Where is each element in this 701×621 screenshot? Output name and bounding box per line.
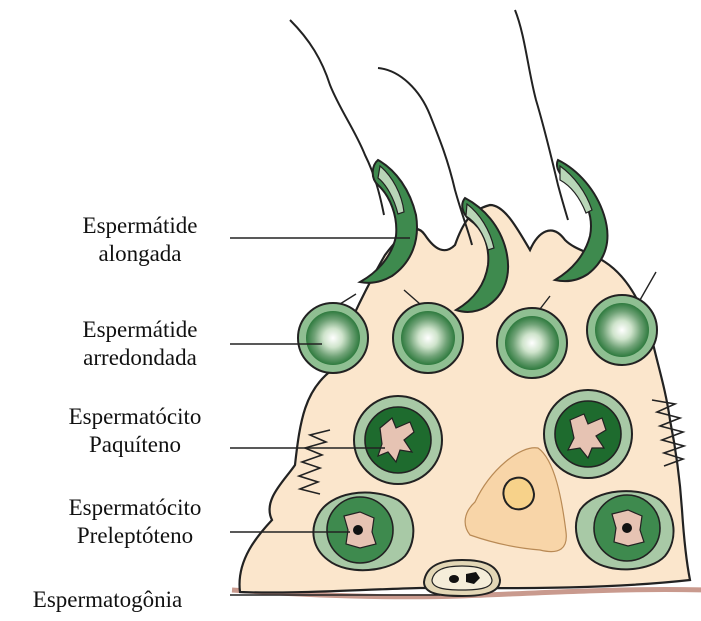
label-elongated-line1: Espermátide bbox=[50, 212, 230, 240]
label-spermatogonia-text: Espermatogônia bbox=[0, 586, 215, 614]
flagellum-2 bbox=[378, 68, 472, 245]
label-preleptotene-line1: Espermatócito bbox=[40, 494, 230, 522]
label-pachytene-line2: Paquíteno bbox=[40, 431, 230, 459]
label-preleptotene-spermatocyte: Espermatócito Preleptóteno bbox=[40, 494, 230, 550]
label-pachytene-spermatocyte: Espermatócito Paquíteno bbox=[40, 403, 230, 459]
label-round-spermatid: Espermátide arredondada bbox=[50, 316, 230, 372]
flagellum-1 bbox=[290, 20, 384, 215]
flagellum-3 bbox=[515, 10, 568, 220]
pachytene-spermatocyte-2 bbox=[544, 390, 632, 478]
label-round-line2: arredondada bbox=[50, 344, 230, 372]
preleptotene-spermatocyte-2 bbox=[576, 491, 674, 569]
label-elongated-line2: alongada bbox=[50, 240, 230, 268]
label-spermatogonia: Espermatogônia bbox=[0, 586, 215, 614]
spermatogonia-cell bbox=[424, 560, 500, 596]
label-pachytene-line1: Espermatócito bbox=[40, 403, 230, 431]
label-round-line1: Espermátide bbox=[50, 316, 230, 344]
sertoli-nucleolus bbox=[503, 478, 534, 510]
pachytene-spermatocyte-1 bbox=[354, 396, 442, 484]
label-elongated-spermatid: Espermátide alongada bbox=[50, 212, 230, 268]
label-preleptotene-line2: Preleptóteno bbox=[40, 522, 230, 550]
